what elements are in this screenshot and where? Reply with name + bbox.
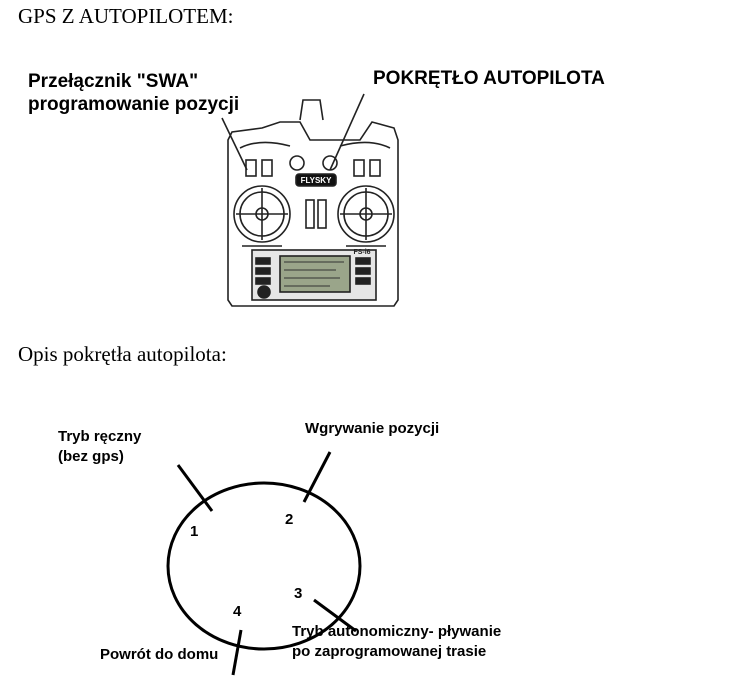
section-title: Opis pokrętła autopilota: bbox=[18, 342, 227, 366]
swa-pointer-line bbox=[221, 117, 248, 171]
pointer-position-4 bbox=[231, 629, 243, 676]
pointer-position-2 bbox=[302, 451, 332, 503]
pointer-position-1 bbox=[176, 464, 214, 512]
dial-label-home: Powrót do domu bbox=[100, 646, 219, 663]
swa-label-line1: Przełącznik "SWA" bbox=[28, 71, 199, 92]
manual-line1: Tryb ręczny bbox=[58, 428, 142, 445]
position-number-3: 3 bbox=[294, 585, 303, 602]
autopilot-knob bbox=[322, 155, 338, 171]
manual-line2: (bez gps) bbox=[58, 448, 124, 465]
dial-label-manual: Tryb ręczny (bez gps) bbox=[58, 427, 141, 467]
position-number-1: 1 bbox=[190, 523, 199, 540]
knob-pointer-line bbox=[329, 93, 365, 171]
page-title: GPS Z AUTOPILOTEM: bbox=[18, 4, 234, 28]
model-text: FS-i6 bbox=[353, 249, 370, 256]
transmitter-body bbox=[227, 121, 399, 307]
dial-label-upload: Wgrywanie pozycji bbox=[305, 420, 440, 437]
pointer-position-3 bbox=[313, 598, 357, 633]
auto-line1: Tryb autonomiczny- pływanie bbox=[292, 623, 502, 640]
autopilot-knob-label: POKRĘTŁO AUTOPILOTA bbox=[373, 68, 605, 89]
position-number-4: 4 bbox=[233, 603, 242, 620]
auto-line2: po zaprogramowanej trasie bbox=[292, 643, 487, 660]
swa-switch-label: Przełącznik "SWA" programowanie pozycji bbox=[28, 70, 239, 116]
dial-label-autonomous: Tryb autonomiczny- pływanie po zaprogram… bbox=[292, 622, 501, 662]
dial-circle bbox=[166, 481, 362, 651]
lcd-screen bbox=[279, 255, 351, 293]
brand-text: FLYSKY bbox=[301, 176, 332, 185]
dial-diagram bbox=[166, 451, 362, 676]
swa-label-line2: programowanie pozycji bbox=[28, 94, 240, 115]
position-number-2: 2 bbox=[285, 511, 294, 528]
